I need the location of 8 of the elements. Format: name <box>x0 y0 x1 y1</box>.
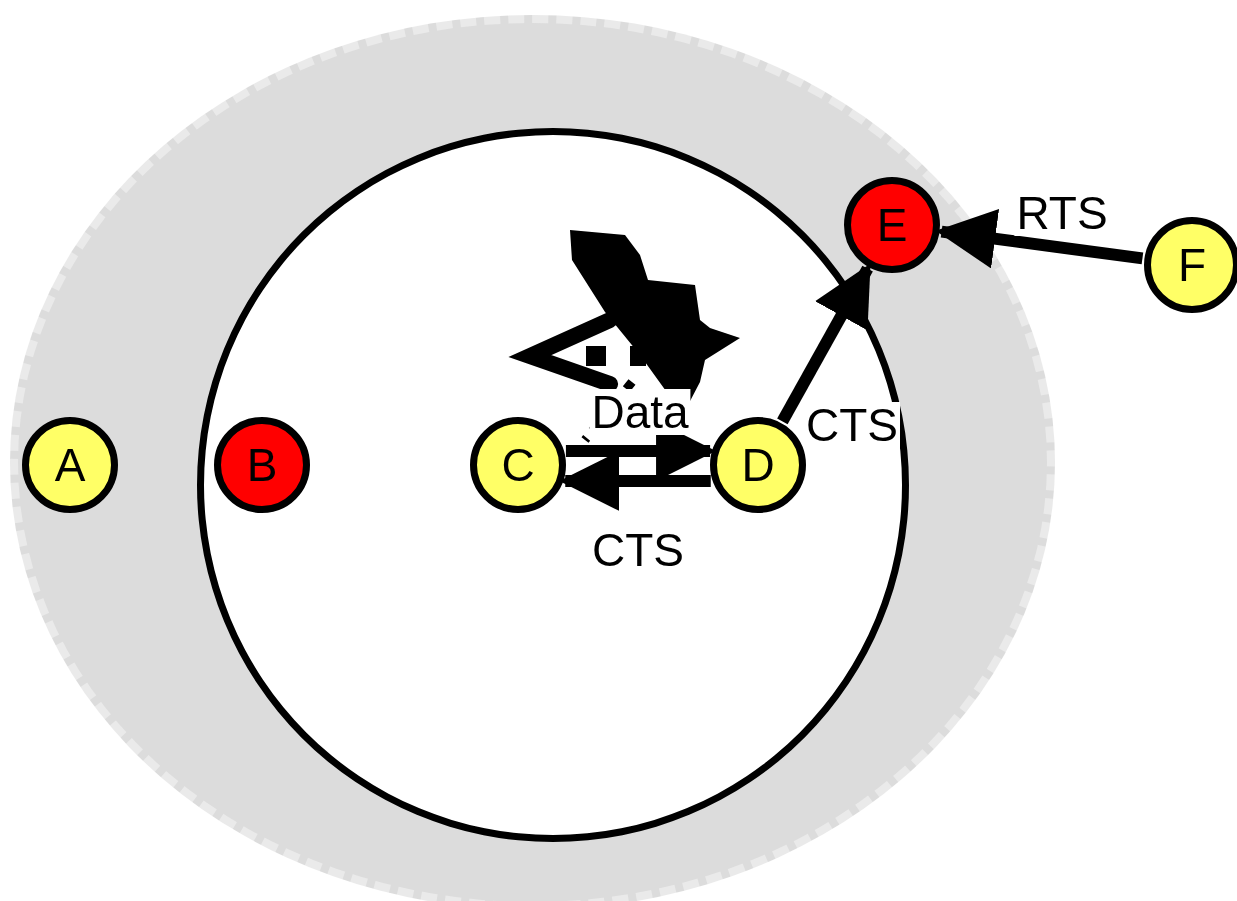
station-circle: F <box>1144 217 1237 313</box>
edge-label: Data <box>589 389 691 435</box>
station-circle: D <box>710 417 806 513</box>
arrow <box>777 263 873 425</box>
station-circle: A <box>22 417 118 513</box>
station-circle: E <box>844 177 940 273</box>
station-circle: C <box>470 417 566 513</box>
station-circle: B <box>214 417 310 513</box>
